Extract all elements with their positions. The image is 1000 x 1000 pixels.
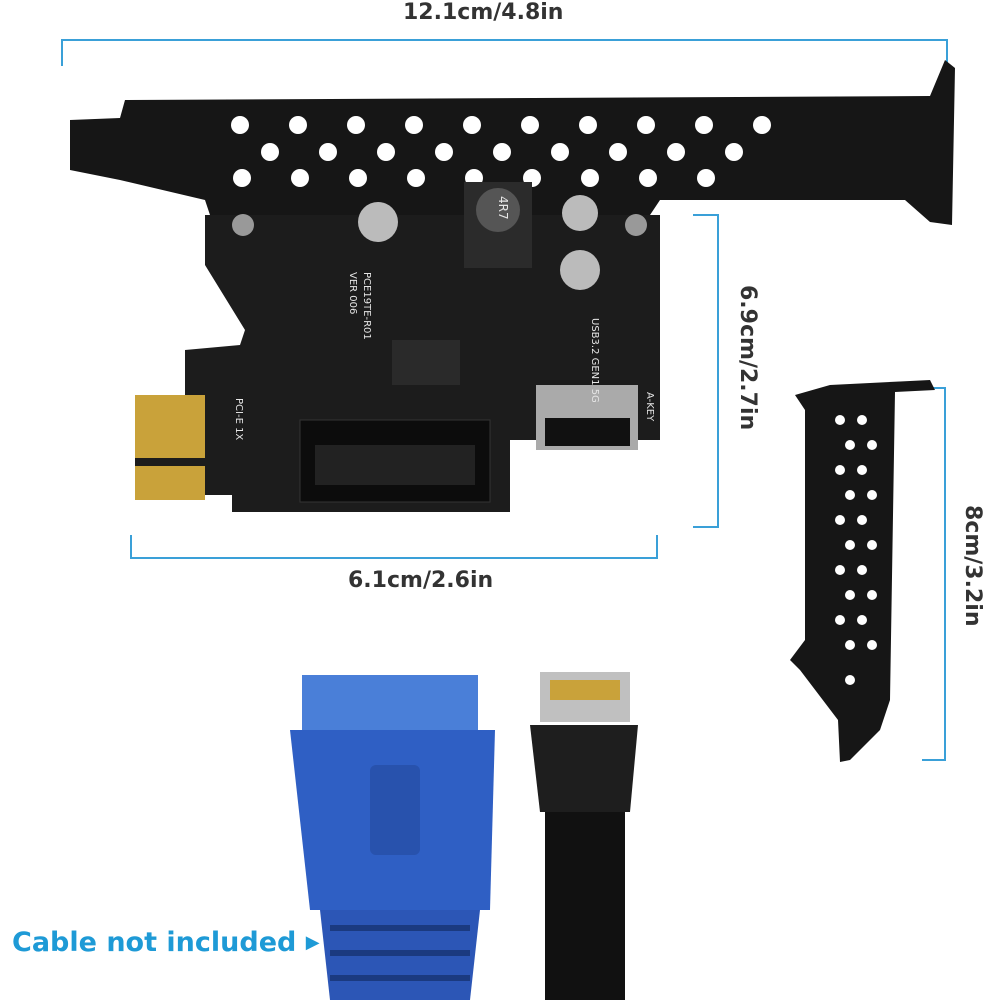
usb3-header-cable [290,675,495,1000]
card-length-dimension-line [130,535,658,559]
bracket-width-label: 12.1cm/4.8in [403,0,564,25]
card-length-label: 6.1cm/2.6in [348,568,494,593]
triangle-right-icon: ▶ [305,932,320,953]
bracket-height-dimension-line [922,387,946,761]
board-port-marking: USB3.2 GEN1 5G [589,318,600,403]
inductor-marking: 4R7 [496,196,510,220]
capacitor [560,250,600,290]
controller-chip [392,340,460,385]
board-interface-marking: PCI-E 1X [233,398,244,441]
type-e-cable [530,672,638,1000]
board-version-marking: VER 006 [347,272,358,315]
width-dimension-line [61,39,948,66]
full-profile-bracket [70,60,955,225]
pcie-card [135,182,660,512]
board-model-marking: PCE19TE-R01 [361,272,372,340]
card-height-dimension-line [693,214,719,528]
bracket-height-label: 8cm/3.2in [960,505,985,627]
card-height-label: 6.9cm/2.7in [735,285,760,431]
gold-fingers [135,395,205,500]
capacitor [562,195,598,231]
capacitor [358,202,398,242]
board-key-marking: A-KEY [644,392,655,422]
cable-not-included-note: Cable not included ▶ [12,927,320,958]
note-text: Cable not included [12,927,297,958]
low-profile-bracket [790,380,935,762]
